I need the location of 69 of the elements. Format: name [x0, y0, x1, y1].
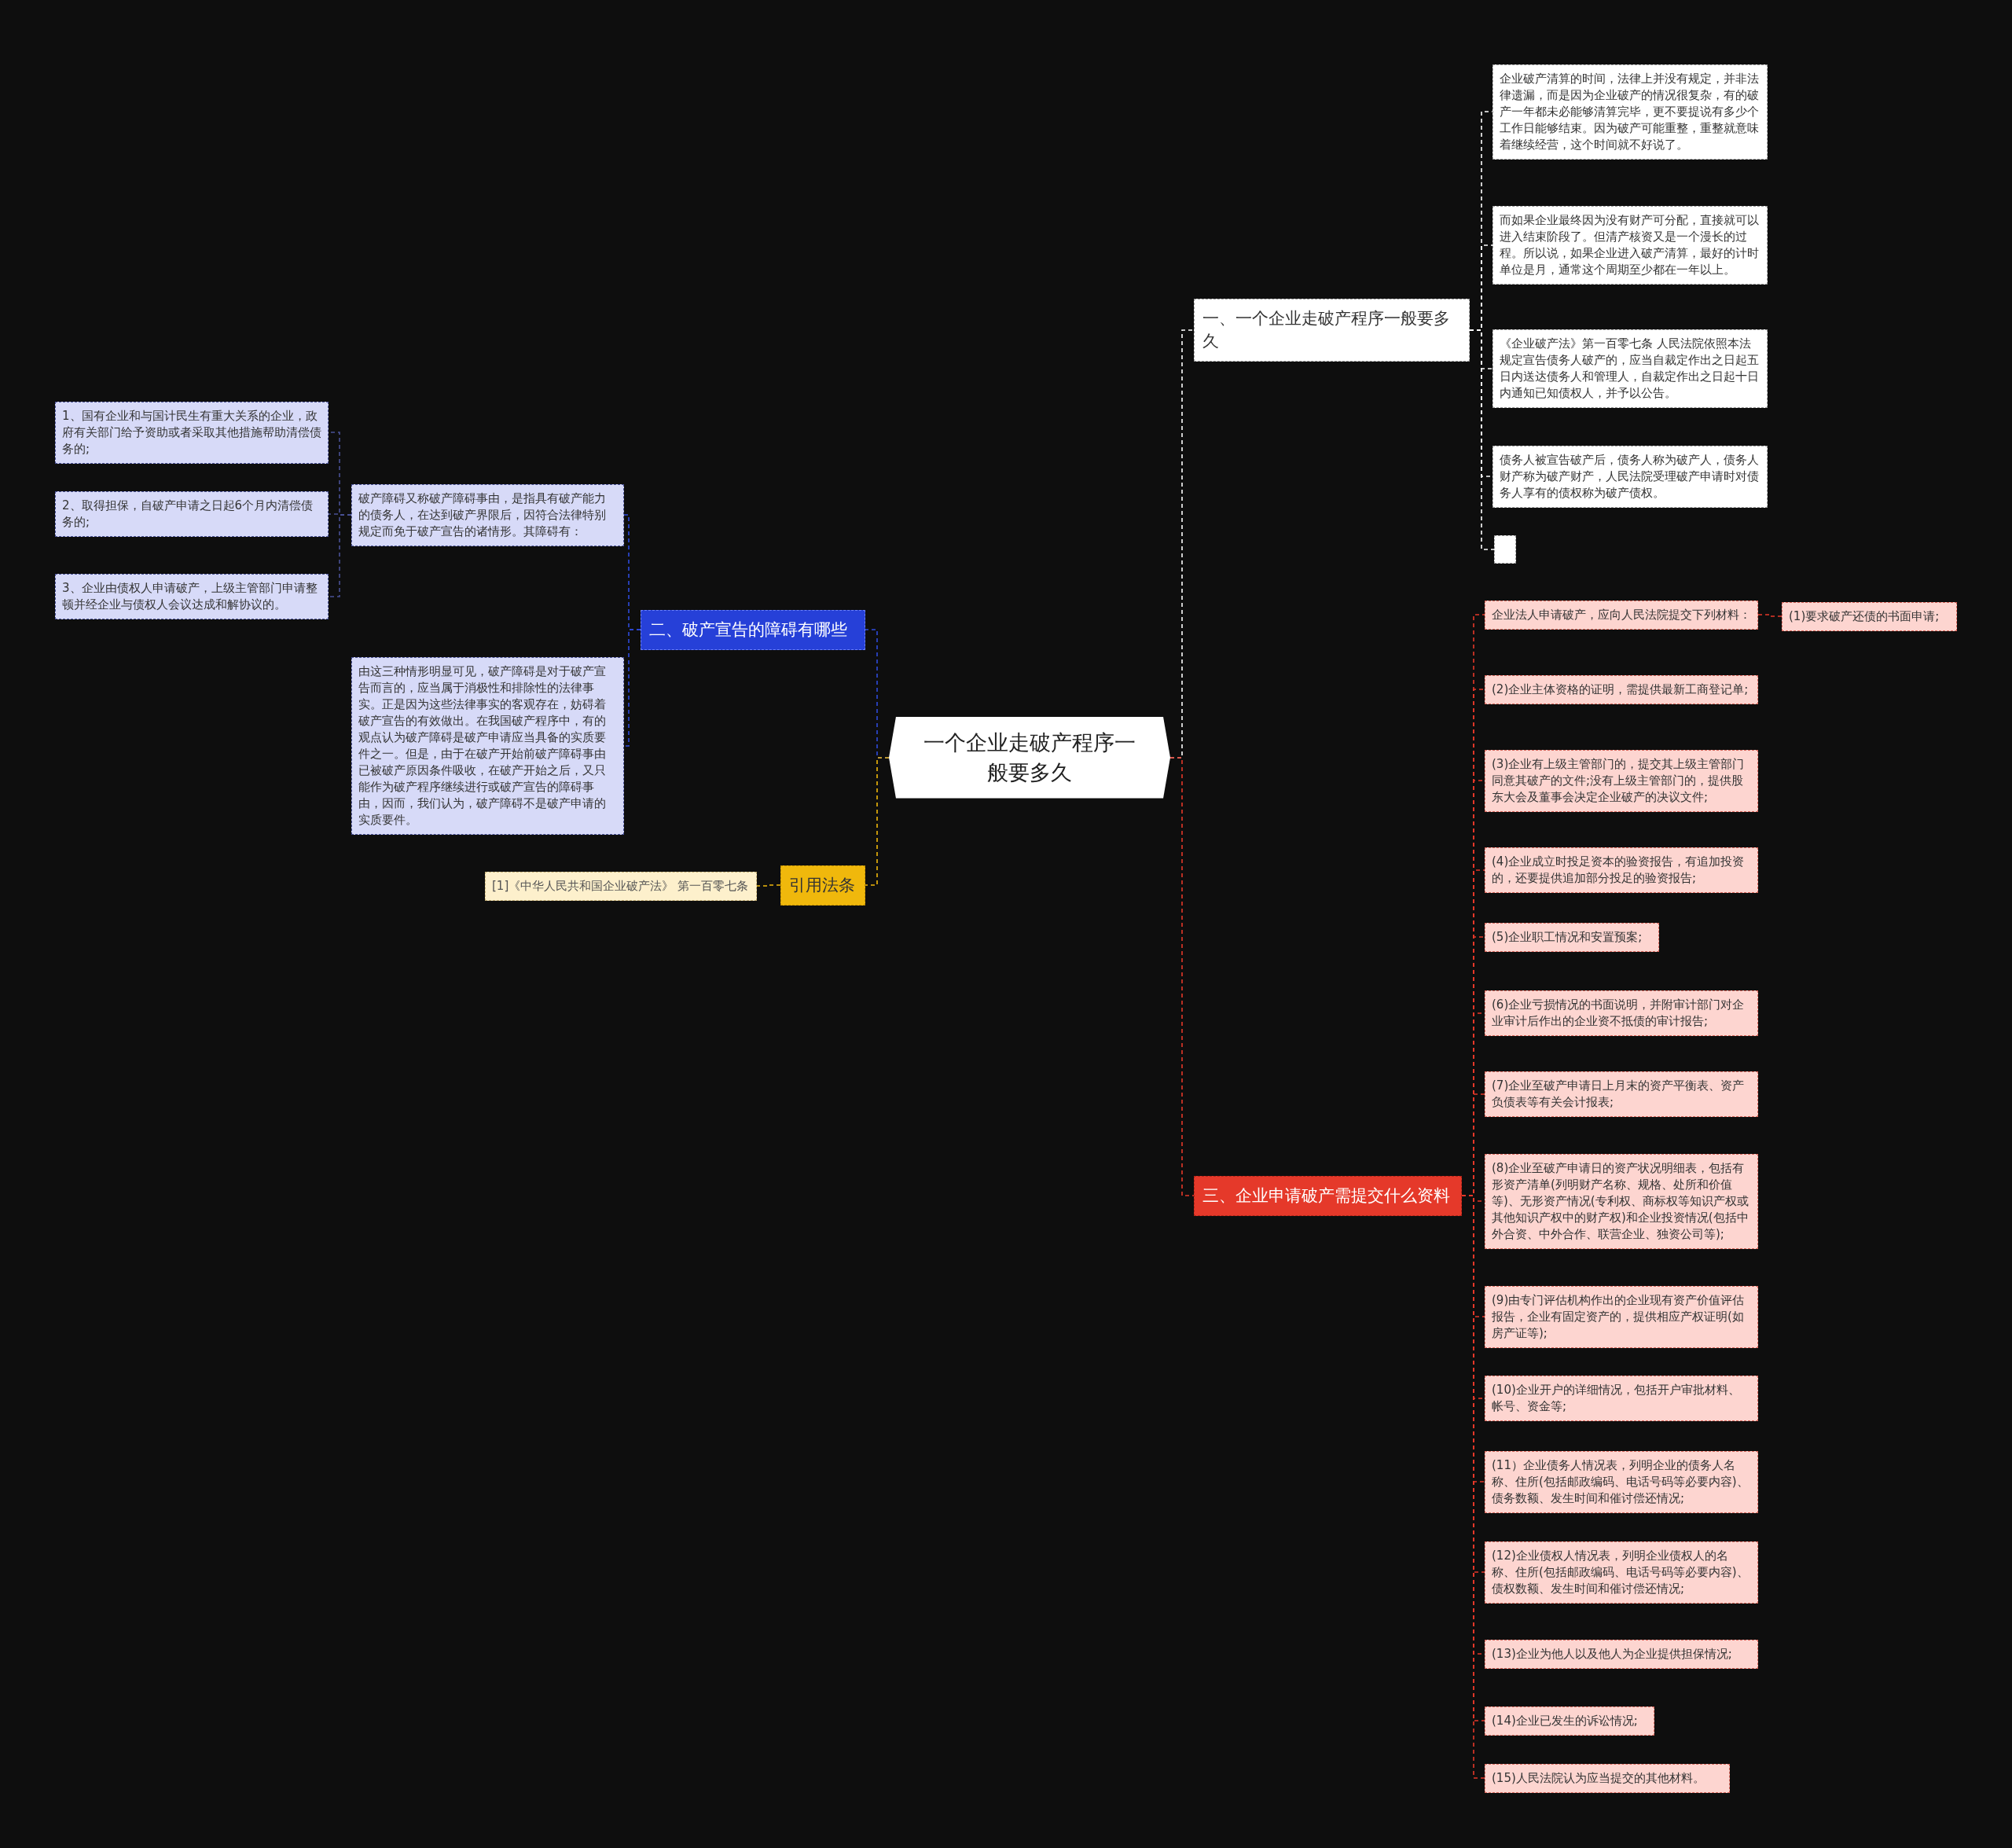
text-card — [1492, 445, 1768, 508]
node-text: 三、企业申请破产需提交什么资料 — [1202, 1185, 1451, 1207]
text-card — [1485, 1071, 1758, 1117]
text-card — [1485, 1763, 1730, 1793]
text-card — [1485, 1376, 1758, 1421]
node-text: (7)企业至破产申请日上月末的资产平衡表、资产负债表等有关会计报表; — [1492, 1078, 1746, 1111]
node-text: 一、一个企业走破产程序一般要多久 — [1202, 307, 1451, 352]
text-card — [1485, 1450, 1758, 1513]
node-text: (6)企业亏损情况的书面说明，并附审计部门对企业审计后作出的企业资不抵债的审计报告; — [1492, 997, 1746, 1030]
empty-box — [1494, 535, 1516, 564]
text-card — [1485, 1541, 1758, 1604]
text-card — [1485, 1153, 1758, 1249]
node-text: (3)企业有上级主管部门的，提交其上级主管部门同意其破产的文件;没有上级主管部门的，提供股东大会及董事会决定企业破产的决议文件; — [1492, 755, 1746, 806]
node-text: (5)企业职工情况和安置预案; — [1492, 928, 1643, 946]
node-text: (2)企业主体资格的证明，需提供最新工商登记单; — [1492, 681, 1749, 698]
node-text: (8)企业至破产申请日的资产状况明细表，包括有形资产清单(列明财产名称、规格、处所和价值等)、无形资产情况(专利权、商标权等知识产权或其他知识产权中的财产权)和企业投资情况(包括中外合资、中外合作、联营企业、独资公司等); — [1492, 1159, 1749, 1243]
node-text: (4)企业成立时投足资本的验资报告，有追加投资的，还要提供追加部分投足的验资报告; — [1492, 854, 1746, 887]
node-text: 2、取得担保，自破产申请之日起6个月内清偿债务的; — [62, 498, 314, 531]
node-text: (14)企业已发生的诉讼情况; — [1492, 1712, 1639, 1729]
node-text: 企业破产清算的时间，法律上并没有规定，并非法律遗漏，而是因为企业破产的情况很复杂，有的破产一年都未必能够清算完毕，更不要提说有多少个工作日能够结束。因为破产可能重整，重整就意味着继续经营，这个时间就不好说了。 — [1500, 70, 1760, 153]
text-card — [1782, 601, 1957, 631]
node-text: 债务人被宣告破产后，债务人称为破产人，债务人财产称为破产财产，人民法院受理破产申请时对债务人享有的债权称为破产债权。 — [1500, 451, 1760, 501]
node-text: 1、国有企业和与国计民生有重大关系的企业，政府有关部门给予资助或者采取其他措施帮助清偿债务的; — [62, 407, 321, 457]
text-card — [1485, 1706, 1654, 1736]
text-card — [1485, 847, 1758, 893]
branch-topic-box — [1194, 298, 1470, 362]
text-card — [55, 574, 329, 619]
text-card — [1492, 206, 1768, 285]
node-text: 而如果企业最终因为没有财产可分配，直接就可以进入结束阶段了。但清产核资又是一个漫长的过程。所以说，如果企业进入破产清算，最好的计时单位是月，通常这个周期至少都在一年以上。 — [1500, 212, 1760, 278]
node-text: (1)要求破产还债的书面申请; — [1789, 608, 1940, 625]
text-card — [1485, 922, 1659, 952]
connector-line — [756, 884, 781, 887]
connector-line — [865, 757, 890, 886]
text-card — [485, 871, 757, 901]
node-text: (12)企业债权人情况表，列明企业债权人的名称、住所(包括邮政编码、电话号码等必要内容)、债权数额、发生时间和催讨偿还情况; — [1492, 1547, 1749, 1597]
connector-line — [1169, 757, 1195, 1196]
node-text: 3、企业由债权人申请破产，上级主管部门申请整顿并经企业与债权人会议达成和解协议的。 — [62, 580, 318, 613]
text-card — [351, 483, 624, 546]
node-text: (11）企业债务人情况表，列明企业的债务人名称、住所(包括邮政编码、电话号码等必要内容)、债务数额、发生时间和催讨偿还情况; — [1492, 1457, 1749, 1507]
node-text: 二、破产宣告的障碍有哪些 — [649, 619, 848, 641]
node-text: 企业法人申请破产，应向人民法院提交下列材料： — [1492, 606, 1751, 623]
node-text: (13)企业为他人以及他人为企业提供担保情况; — [1492, 1645, 1733, 1662]
text-card — [1485, 600, 1758, 630]
branch-topic-box — [780, 865, 865, 906]
connector-line — [328, 514, 352, 597]
text-card — [1492, 329, 1768, 408]
branch-topic-box — [1194, 1175, 1462, 1216]
node-text: 引用法条 — [789, 874, 856, 896]
text-card — [1485, 674, 1758, 704]
node-text: 《企业破产法》第一百零七条 人民法院依照本法规定宣告债务人破产的，应当自裁定作出之日起五日内送达债务人和管理人，自裁定作出之日起十日内通知已知债权人，并予以公告。 — [1500, 336, 1760, 402]
text-card — [1485, 1285, 1758, 1348]
node-text: 由这三种情形明显可见，破产障碍是对于破产宣告而言的，应当属于消极性和排除性的法律事实。正是因为这些法律事实的客观存在，妨碍着破产宣告的有效做出。在我国破产程序中，有的观点认为破产障碍是破产申请应当具备的实质要件之一。但是，由于在破产开始前破产障碍事由已被破产原因条件吸收，在破产开始之后，又只能作为破产程序继续进行或破产宣告的障碍事由，因而，我们认为，破产障碍不是破产申请的实质要件。 — [358, 663, 607, 828]
connector-line — [1757, 614, 1783, 617]
node-text: 一个企业走破产程序一般要多久 — [923, 729, 1136, 786]
connector-line — [623, 629, 641, 747]
text-card — [1485, 990, 1758, 1036]
text-card — [1485, 749, 1758, 812]
text-card — [55, 491, 329, 537]
text-card — [1492, 64, 1768, 160]
node-text: [1]《中华人民共和国企业破产法》 第一百零七条 — [492, 877, 749, 895]
branch-topic-box — [641, 609, 865, 650]
node-text: (9)由专门评估机构作出的企业现有资产价值评估报告，企业有固定资产的，提供相应产权证明(如房产证等); — [1492, 1291, 1746, 1342]
node-text: (15)人民法院认为应当提交的其他材料。 — [1492, 1769, 1705, 1787]
node-text: (10)企业开户的详细情况，包括开户审批材料、帐号、资金等; — [1492, 1382, 1741, 1415]
text-card — [1485, 1639, 1758, 1669]
text-card — [351, 657, 624, 835]
text-card — [55, 401, 329, 464]
node-text: 破产障碍又称破产障碍事由，是指具有破产能力的债务人，在达到破产界限后，因符合法律特别规定而免于破产宣告的诸情形。其障碍有： — [358, 490, 607, 540]
connector-line — [1469, 329, 1495, 550]
